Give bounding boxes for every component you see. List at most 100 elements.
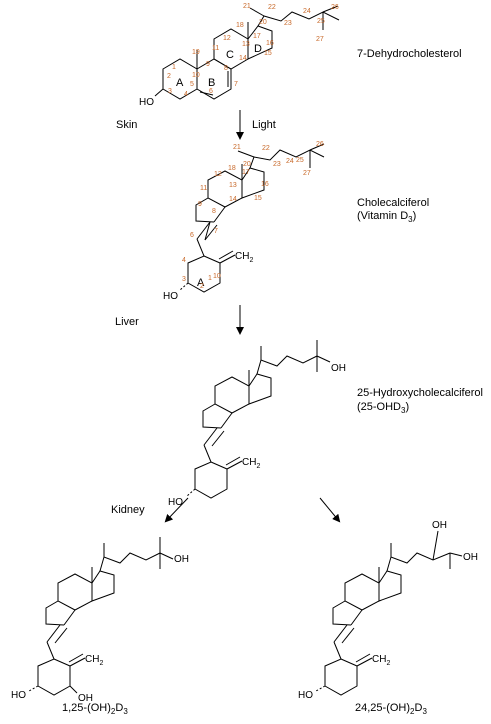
carbon-number: 11 <box>212 45 219 52</box>
carbon-number: 5 <box>190 81 194 88</box>
carbon-number: 8 <box>212 208 216 215</box>
carbon-number: 19 <box>192 49 200 56</box>
carbon-number: 25 <box>317 18 325 25</box>
step-label-skin: Skin <box>116 119 138 131</box>
label-24-25-oh2-d3: 24,25-(OH)2D3 <box>355 702 427 717</box>
ring-d-bonds <box>378 570 402 602</box>
double-bond-5-6 <box>196 221 211 240</box>
carbon-number: 15 <box>254 195 262 202</box>
ch2-group-label: CH2 <box>242 457 260 470</box>
methyl-21 <box>237 150 255 158</box>
oh-group-label-1: OH <box>78 693 93 704</box>
carbon-number: 13 <box>242 41 250 48</box>
carbon-number: 18 <box>236 22 244 29</box>
double-bond-5-6 <box>46 624 61 643</box>
carbon-number: 22 <box>268 4 276 11</box>
ho-group-label: HO <box>163 291 178 302</box>
hydroxyl-bond-3 <box>154 88 164 97</box>
ho-group-label: HO <box>298 690 313 701</box>
carbon-number: 26 <box>331 4 339 11</box>
methylene-bond-2 <box>218 250 234 260</box>
carbon-number: 16 <box>261 181 269 188</box>
bond-8-9 <box>213 206 226 223</box>
structure-7-dehydrocholesterol: HO A B C D 1 2 3 4 5 6 7 8 9 10 11 12 13… <box>139 3 340 108</box>
carbon-number: 2 <box>167 73 171 80</box>
ring-d-bonds <box>248 373 272 405</box>
label-vitamin-d3: (Vitamin D3) <box>357 210 417 225</box>
carbon-number: 10 <box>213 273 221 280</box>
ring-a-bonds <box>324 658 358 696</box>
ch2-group-label: CH2 <box>235 251 253 264</box>
structure-1-25-dihydroxy-d3: CH2 HO OH OH <box>11 537 189 704</box>
carbon-number: 23 <box>284 20 292 27</box>
double-bond-7-8 <box>54 627 68 644</box>
ring-a-letter: A <box>176 77 184 89</box>
hydroxyl-bond-1 <box>69 685 78 694</box>
methylene-bond-2 <box>355 653 371 663</box>
bond-5-6 <box>46 641 55 660</box>
bond-8-9 <box>220 412 233 429</box>
label-7-dehydrocholesterol: 7-Dehydrocholesterol <box>357 48 462 60</box>
ring-b-letter: B <box>208 77 215 89</box>
carbon-number: 16 <box>266 40 274 47</box>
carbon-number: 12 <box>223 35 231 42</box>
ho-group-label: HO <box>168 497 183 508</box>
ch2-group-label: CH2 <box>85 654 103 667</box>
carbon-number: 9 <box>198 201 202 208</box>
ho-group-label: HO <box>11 690 26 701</box>
ring-d-letter: D <box>254 43 262 55</box>
structure-25-hydroxycholecalciferol: CH2 HO OH <box>168 340 346 508</box>
ring-b-fragment <box>202 403 222 429</box>
carbon-number: 6 <box>209 88 213 95</box>
ring-b-fragment <box>45 600 65 626</box>
carbon-number: 20 <box>259 19 267 26</box>
double-bond-5-6 <box>333 624 348 643</box>
oh-group-label-25: OH <box>463 552 478 563</box>
carbon-number: 14 <box>229 196 237 203</box>
double-bond-5-6 <box>203 427 218 446</box>
double-bond-7-8 <box>341 627 355 644</box>
hydroxyl-bond-25 <box>316 355 331 363</box>
ch2-group-label: CH2 <box>372 654 390 667</box>
hydroxyl-bond-24 <box>432 530 439 561</box>
carbon-number: 22 <box>262 145 270 152</box>
double-bond-7-8 <box>204 224 218 241</box>
carbon-number: 12 <box>214 171 222 178</box>
hydroxyl-bond-3 <box>28 685 39 692</box>
carbon-number: 1 <box>172 64 176 71</box>
carbon-number: 21 <box>243 3 251 10</box>
ring-a-bonds <box>37 658 71 696</box>
carbon-number: 18 <box>228 165 236 172</box>
arrow-kidney-right <box>319 497 341 523</box>
methylene-bond <box>356 657 373 667</box>
structure-cholecalciferol: CH2 HO A 1 2 3 4 6 7 8 9 10 11 12 13 14 … <box>163 141 325 302</box>
hydroxyl-bond-25 <box>159 552 174 560</box>
carbon-number: 3 <box>168 88 172 95</box>
ring-b-fragment <box>332 600 352 626</box>
ring-b-fragment <box>195 197 215 223</box>
ring-c-bonds <box>344 573 380 611</box>
oh-group-label-24: OH <box>432 520 447 531</box>
ring-a-bonds <box>194 461 228 499</box>
step-label-kidney: Kidney <box>111 504 145 516</box>
carbon-number: 4 <box>184 91 188 98</box>
label-25-hydroxycholecalciferol: 25-Hydroxycholecalciferol <box>357 387 483 399</box>
methylene-bond <box>219 254 236 264</box>
methyl-26 <box>322 5 339 13</box>
side-chain <box>386 552 451 572</box>
methyl-26 <box>309 143 325 151</box>
bond-8-9 <box>350 609 363 626</box>
carbon-number: 14 <box>239 55 247 62</box>
double-bond-5-6 <box>199 91 214 96</box>
methylene-bond-2 <box>68 653 84 663</box>
carbon-number: 8 <box>224 65 228 72</box>
double-bond-7-8 <box>211 430 225 447</box>
methylene-bond-2 <box>225 456 241 466</box>
ring-c-letter: C <box>226 49 234 61</box>
oh-group-label-25: OH <box>174 554 189 565</box>
carbon-number: 7 <box>234 81 238 88</box>
ring-d-bonds <box>247 25 273 60</box>
carbon-number: 4 <box>182 257 186 264</box>
ring-d-bonds <box>91 570 115 602</box>
